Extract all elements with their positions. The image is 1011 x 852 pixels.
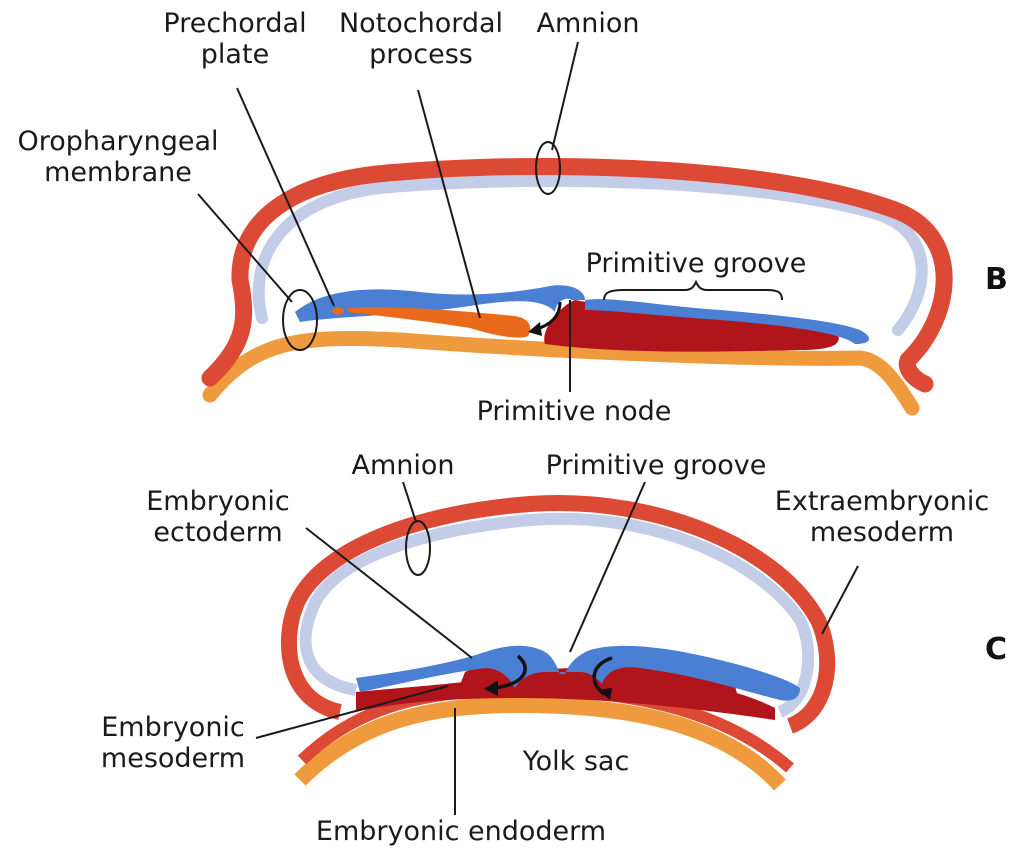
label-yolk-sac: Yolk sac [506,746,646,777]
label-embryonic-mesoderm: Embryonic mesoderm [88,712,258,774]
label-amnion-b: Amnion [528,8,648,39]
label-extraembryonic-mesoderm: Extraembryonic mesoderm [764,486,1000,548]
label-primitive-node: Primitive node [474,396,674,427]
panel-b-leader-notochordal [418,90,480,318]
panel-c-leader-amnion [403,482,416,522]
panel-b-leader-amnion [552,42,578,150]
panel-b-leader-prechordal [237,88,334,306]
label-notochordal-process: Notochordal process [326,8,516,70]
panel-letter-c: C [985,632,1007,667]
label-oropharyngeal-membrane: Oropharyngeal membrane [8,126,228,188]
panel-b-prechordal-plate [332,308,344,315]
label-embryonic-endoderm: Embryonic endoderm [306,816,616,847]
panel-letter-b: B [985,262,1008,297]
label-primitive-groove-b: Primitive groove [578,248,814,279]
label-amnion-c: Amnion [344,450,462,481]
panel-b-artwork [198,42,944,408]
label-primitive-groove-c: Primitive groove [538,450,774,481]
label-prechordal-plate: Prechordal plate [150,8,320,70]
panel-c-leader-extraembryonic [822,566,858,634]
label-embryonic-ectoderm: Embryonic ectoderm [138,486,298,548]
panel-b-primitive-groove-brace [604,282,782,300]
